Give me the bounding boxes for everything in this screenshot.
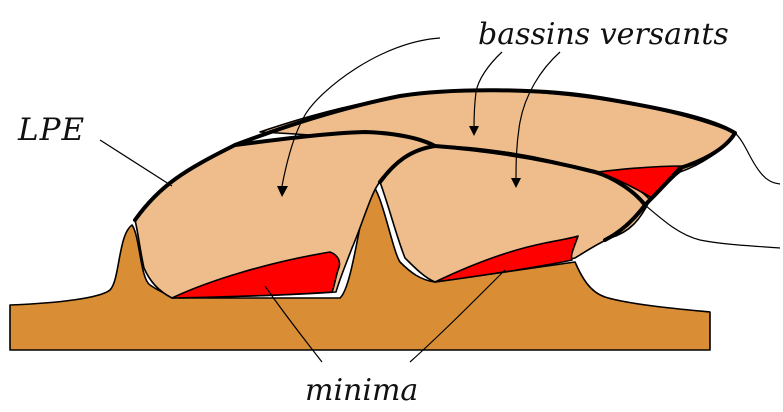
- label-minima: minima: [305, 373, 418, 408]
- label-divide: LPE: [17, 112, 85, 148]
- contour-tail-upper: [735, 133, 780, 184]
- label-watersheds: bassins versants: [478, 17, 729, 52]
- leader-line-divide: [100, 140, 172, 186]
- contour-tail-lower: [645, 205, 780, 248]
